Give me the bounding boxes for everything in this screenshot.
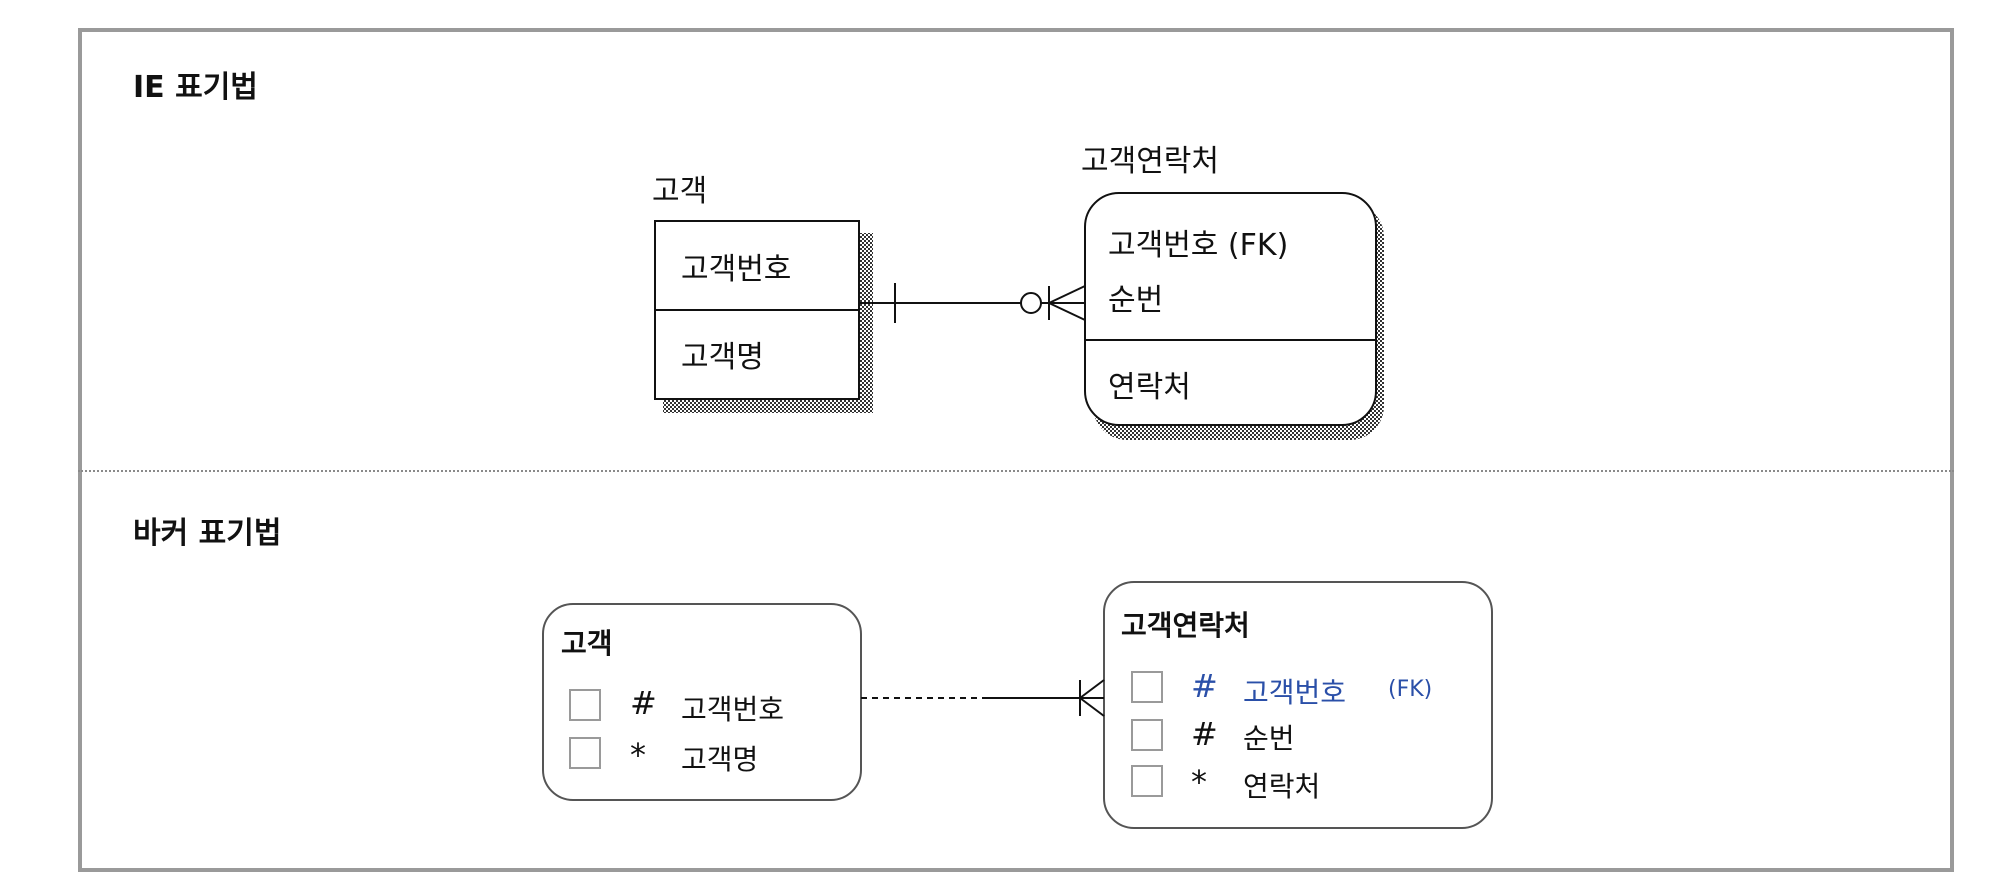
ie-contact-key-attr-1: 고객번호 (FK) bbox=[1108, 228, 1289, 263]
ie-contact-name: 고객연락처 bbox=[1081, 144, 1219, 179]
ie-optional-circle bbox=[1020, 292, 1042, 314]
ie-customer-key-attr: 고객번호 bbox=[681, 252, 792, 287]
barker-customer-entity bbox=[542, 603, 862, 801]
barker-customer-row1-mark: # bbox=[630, 684, 657, 722]
barker-contact-row2-checkbox bbox=[1131, 719, 1163, 751]
barker-contact-row1-mark: # bbox=[1191, 667, 1218, 705]
barker-customer-row2-label: 고객명 bbox=[681, 743, 759, 776]
barker-relationship bbox=[861, 679, 1105, 717]
barker-contact-row3-mark: * bbox=[1191, 763, 1207, 801]
ie-relationship bbox=[859, 283, 1086, 323]
barker-customer-row2-mark: * bbox=[630, 736, 646, 774]
ie-customer-entity bbox=[654, 220, 873, 413]
barker-crowfoot-lower bbox=[1079, 697, 1105, 717]
barker-contact-row3-label: 연락처 bbox=[1243, 770, 1321, 803]
barker-contact-row1-checkbox bbox=[1131, 671, 1163, 703]
barker-contact-name: 고객연락처 bbox=[1121, 609, 1250, 642]
barker-contact-row1-label: 고객번호 bbox=[1243, 676, 1347, 709]
ie-crowfoot-upper bbox=[1048, 285, 1086, 304]
barker-contact-row1-suffix: (FK) bbox=[1388, 677, 1433, 702]
barker-contact-row3-checkbox bbox=[1131, 765, 1163, 797]
ie-customer-name: 고객 bbox=[652, 174, 708, 209]
barker-customer-name: 고객 bbox=[561, 627, 613, 660]
barker-customer-row1-label: 고객번호 bbox=[681, 693, 785, 726]
barker-contact-row2-label: 순번 bbox=[1243, 722, 1295, 755]
barker-customer-row2-checkbox bbox=[569, 737, 601, 769]
barker-customer-row1-checkbox bbox=[569, 689, 601, 721]
ie-contact-key-attr-2: 순번 bbox=[1108, 283, 1164, 318]
barker-contact-box bbox=[1103, 581, 1493, 829]
ie-customer-attr: 고객명 bbox=[681, 340, 764, 375]
figure-frame bbox=[78, 28, 1954, 872]
barker-heading: 바커 표기법 bbox=[133, 516, 282, 551]
section-divider bbox=[78, 470, 1954, 472]
barker-contact-row2-mark: # bbox=[1191, 715, 1218, 753]
ie-heading: IE 표기법 bbox=[133, 70, 258, 105]
ie-contact-attr: 연락처 bbox=[1108, 370, 1191, 405]
ie-contact-entity bbox=[1084, 192, 1384, 440]
barker-contact-entity bbox=[1103, 581, 1493, 829]
ie-crowfoot-lower bbox=[1048, 302, 1086, 321]
barker-crowfoot-upper bbox=[1079, 679, 1105, 699]
ie-contact-box bbox=[1084, 192, 1377, 426]
barker-customer-box bbox=[542, 603, 862, 801]
